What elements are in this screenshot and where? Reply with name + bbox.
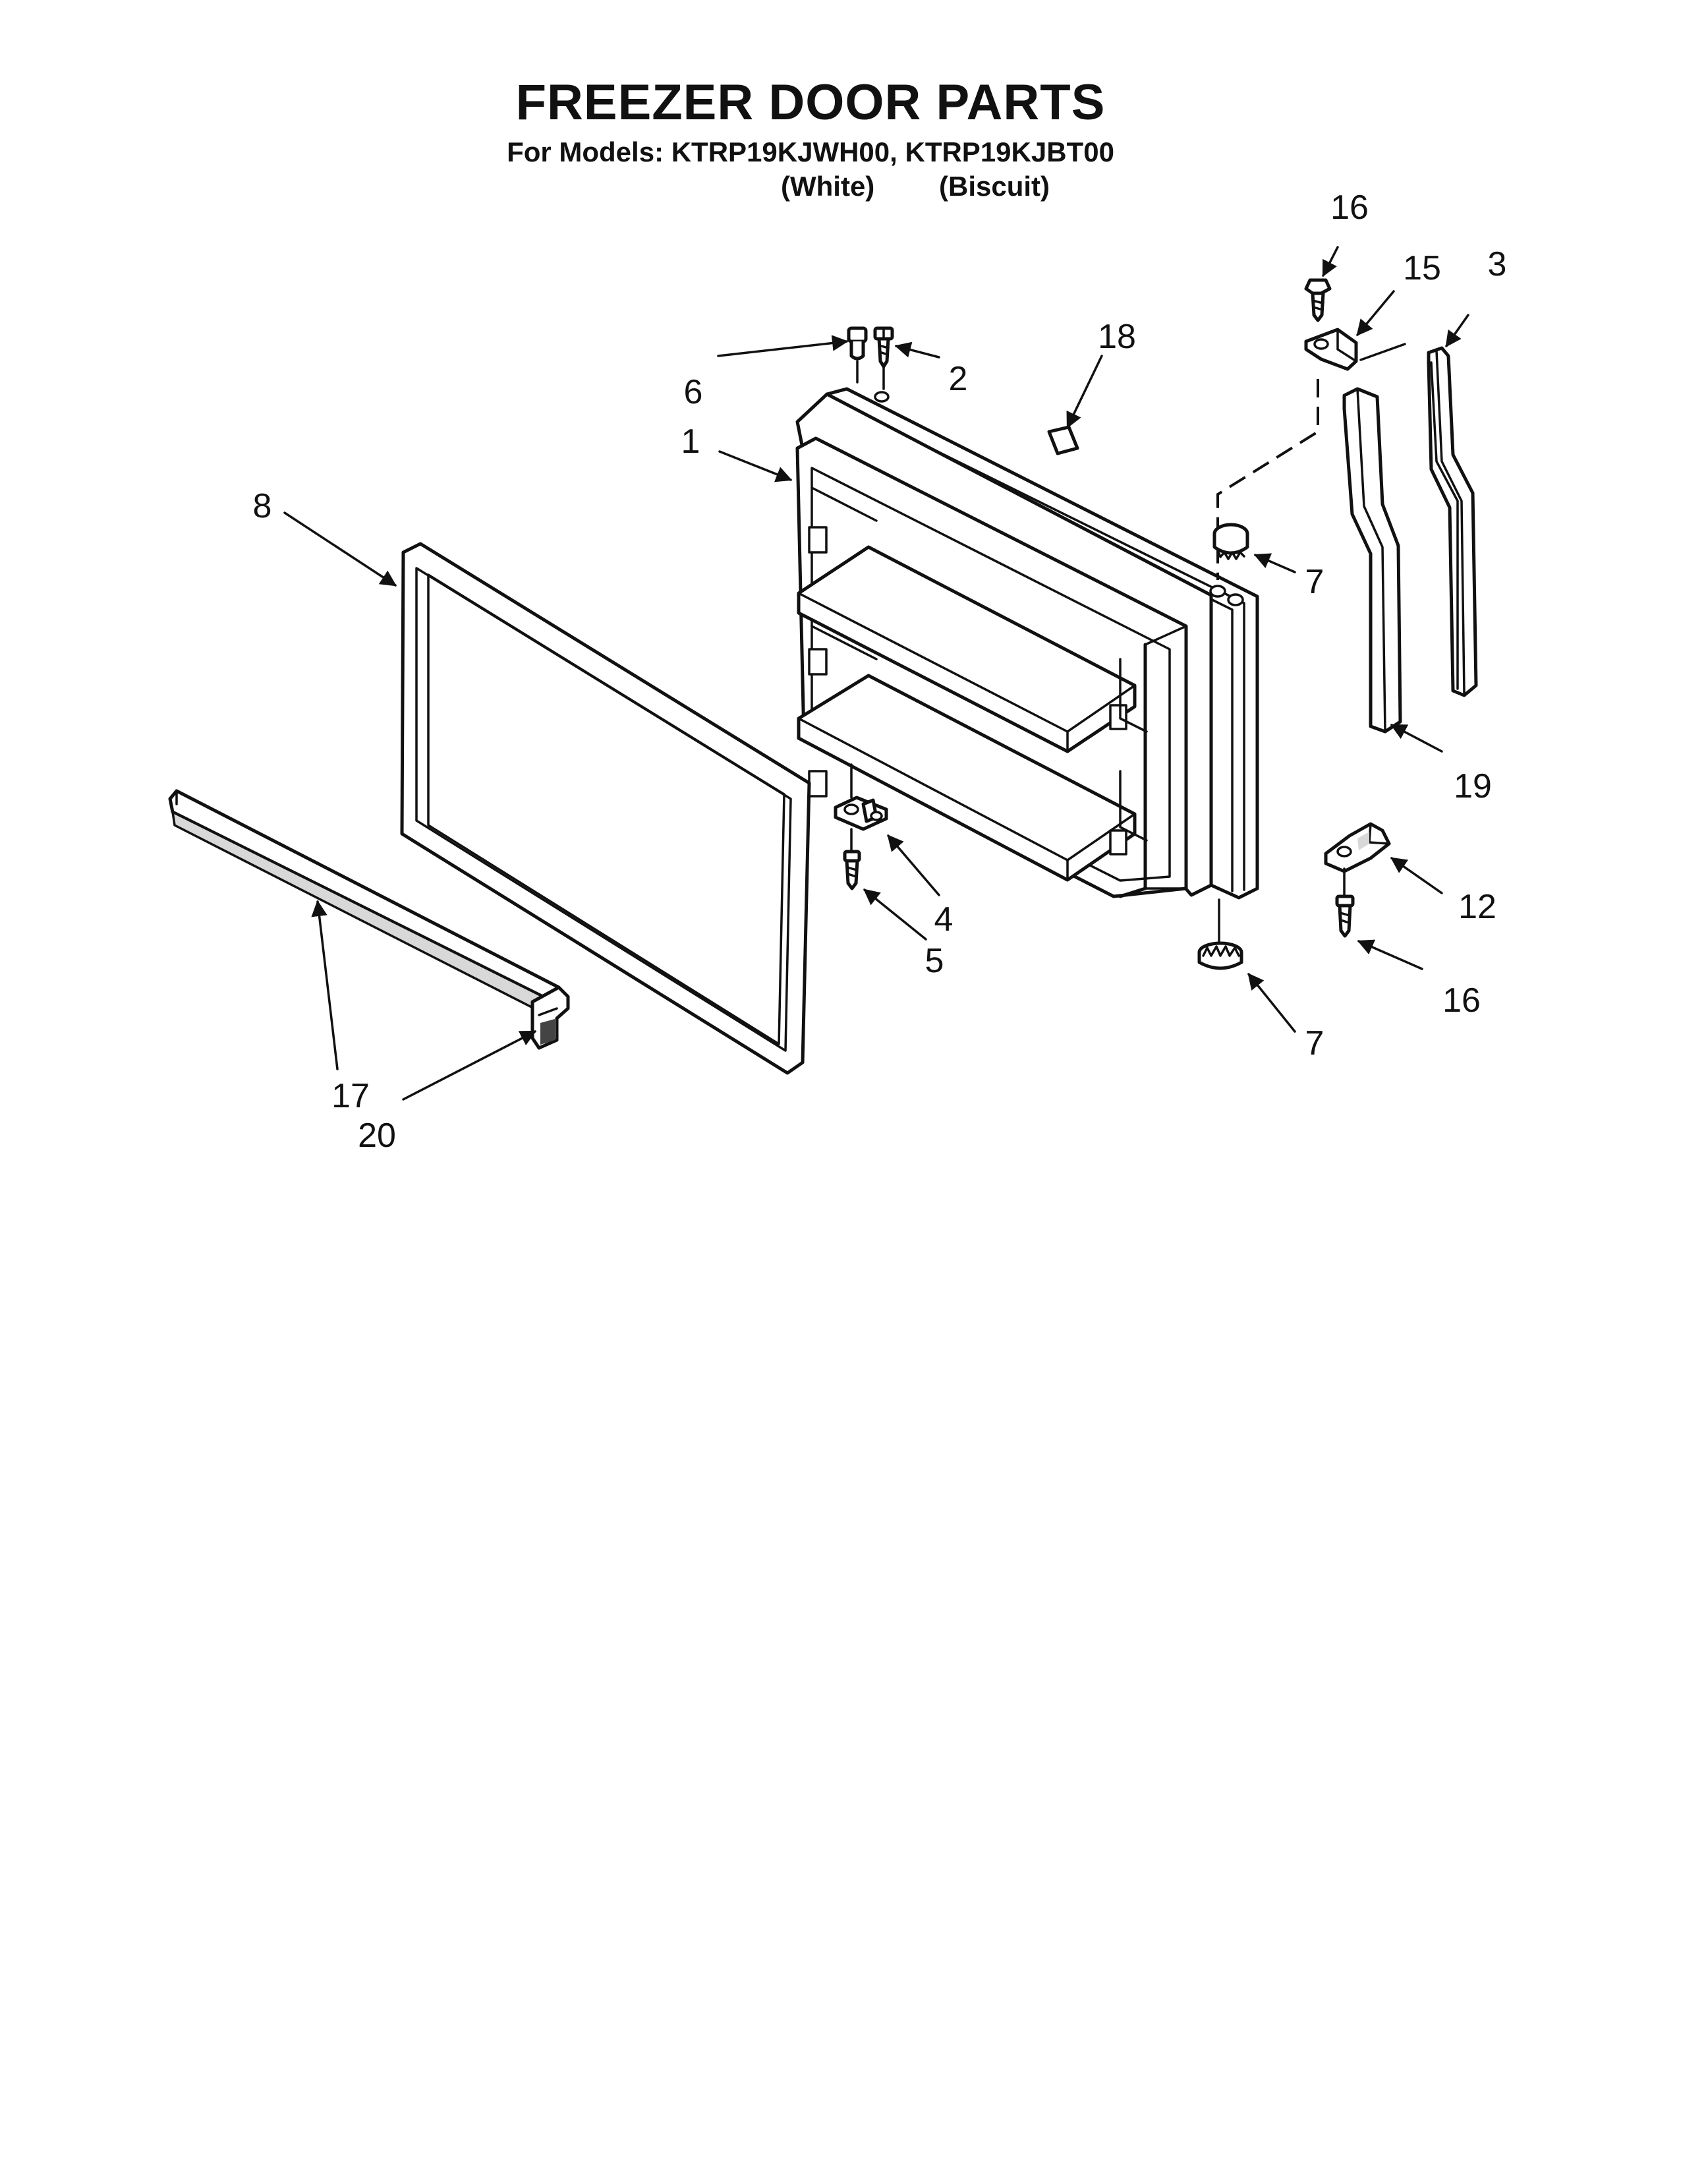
callout-15: 15 [1403,249,1441,287]
callout-20: 20 [358,1117,396,1155]
hinge-pin-path [1216,379,1319,580]
bushing-part-top [1212,523,1249,560]
callout-labels: 1 2 3 4 5 6 7 7 8 12 15 16 16 17 18 19 2… [253,189,1507,1155]
callout-8: 8 [253,487,272,525]
screw-part-5 [843,828,861,890]
screw-part-16-bottom [1335,867,1355,938]
callout-2: 2 [949,360,968,398]
callout-16-top: 16 [1330,189,1369,227]
callout-7-top: 7 [1305,563,1324,601]
callout-6: 6 [684,373,703,411]
handle-channel-part [1427,346,1478,697]
callout-3: 3 [1488,245,1507,283]
end-cap-part [530,985,570,1050]
callout-1: 1 [681,422,700,461]
callout-4: 4 [934,900,954,939]
screw-part-16-top [1304,278,1332,322]
door-channel-part [1342,387,1402,734]
leader-lines [283,246,1469,1101]
callout-16-bottom: 16 [1442,981,1481,1020]
screw-part-2 [873,326,894,390]
variant-biscuit-label: (Biscuit) [939,171,1050,202]
door-liner-part [795,387,1259,900]
variant-white-label: (White) [781,171,875,202]
callout-5: 5 [925,942,944,980]
model-numbers: For Models: KTRP19KJWH00, KTRP19KJBT00 [507,136,1114,167]
diagram-title: FREEZER DOOR PARTS [515,74,1106,131]
bushing-part-bottom [1197,898,1243,970]
door-gasket-part [400,542,811,1075]
hinge-plate-part [834,763,888,831]
upper-hinge-part [1304,328,1358,371]
callout-18: 18 [1098,318,1136,356]
label-tag-part [1047,425,1079,455]
callout-7-bottom: 7 [1305,1024,1324,1062]
callout-17: 17 [331,1077,370,1115]
plug-part [847,326,868,384]
callout-12: 12 [1458,888,1496,926]
callout-19: 19 [1454,767,1492,805]
lower-hinge-part [1324,822,1391,873]
